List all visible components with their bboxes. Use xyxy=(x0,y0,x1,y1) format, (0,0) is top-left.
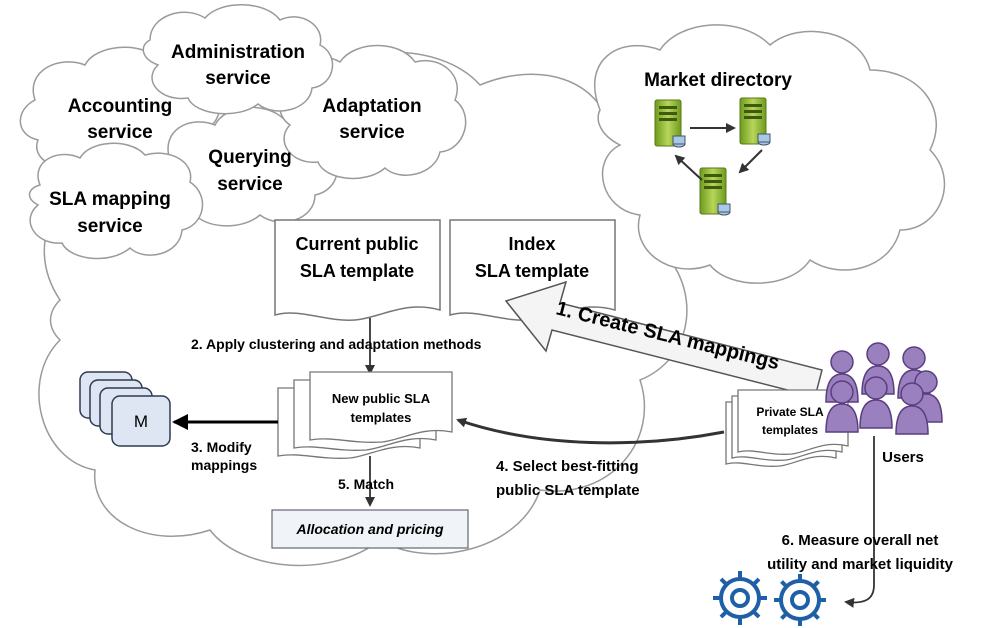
current-public-label-line1: Current public xyxy=(295,234,418,254)
mapping-box xyxy=(111,395,171,447)
new-public-sla-document xyxy=(309,371,453,443)
step-4-label-line2: public SLA template xyxy=(496,482,640,499)
index-label-line1: Index xyxy=(508,234,555,254)
step-5-label: 5. Match xyxy=(338,476,394,492)
sla-mapping-label-line2: service xyxy=(77,216,143,237)
select-arrow xyxy=(456,417,725,445)
index-label-line2: SLA template xyxy=(475,261,589,281)
market-directory-cloud xyxy=(593,24,946,284)
adaptation-label-line2: service xyxy=(339,122,405,143)
current-public-sla-document xyxy=(274,219,441,321)
mapping-box-letter: M xyxy=(134,412,148,431)
allocation-label: Allocation and pricing xyxy=(295,521,443,537)
step-2-label: 2. Apply clustering and adaptation metho… xyxy=(191,336,482,352)
users-label: Users xyxy=(882,449,924,466)
users-icon xyxy=(825,342,943,435)
accounting-label-line2: service xyxy=(87,122,153,143)
querying-label-line1: Querying xyxy=(208,147,291,168)
adaptation-label-line1: Adaptation xyxy=(322,96,421,117)
step-6-label-line2: utility and market liquidity xyxy=(767,556,954,573)
step-4-label-line1: 4. Select best-fitting xyxy=(496,458,639,475)
step-3-label-line2: mappings xyxy=(191,457,257,473)
current-public-label-line2: SLA template xyxy=(300,261,414,281)
step-3-label-line1: 3. Modify xyxy=(191,439,252,455)
private-label-line2: templates xyxy=(762,423,818,437)
administration-label-line1: Administration xyxy=(171,42,305,63)
new-public-label-line1: New public SLA xyxy=(332,391,431,406)
market-directory-label: Market directory xyxy=(644,70,792,91)
gears-icon xyxy=(713,571,826,626)
accounting-label-line1: Accounting xyxy=(68,96,173,117)
directory-link-2 xyxy=(738,149,763,174)
private-label-line1: Private SLA xyxy=(756,405,824,419)
server-icon xyxy=(654,99,686,148)
step-6-label-line1: 6. Measure overall net xyxy=(782,532,939,549)
measure-arrow xyxy=(844,436,875,608)
private-sla-document xyxy=(737,389,849,455)
sla-mapping-label-line1: SLA mapping xyxy=(49,189,171,210)
new-public-label-line2: templates xyxy=(351,410,412,425)
server-icon xyxy=(739,97,771,146)
administration-service-cloud xyxy=(142,4,334,115)
directory-link-3 xyxy=(674,154,703,181)
server-icon xyxy=(699,167,731,216)
allocation-box xyxy=(271,509,469,549)
administration-label-line2: service xyxy=(205,68,271,89)
create-mappings-arrow xyxy=(504,280,823,398)
querying-label-line2: service xyxy=(217,174,283,195)
sla-mapping-service-cloud xyxy=(28,142,204,260)
